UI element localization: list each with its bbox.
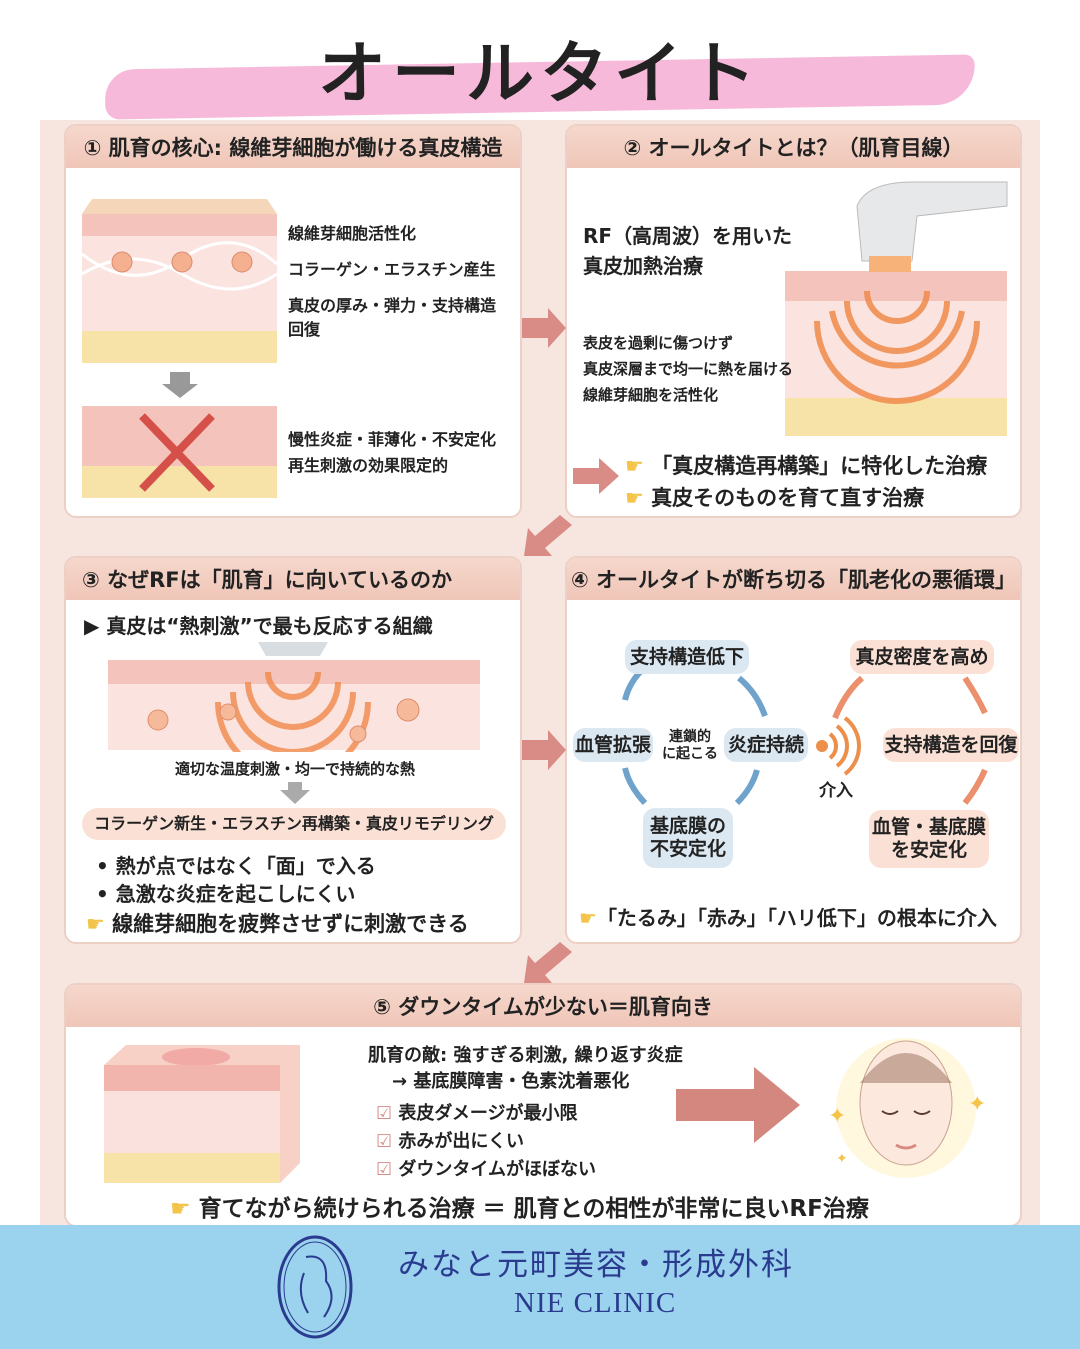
highlight: ☛「たるみ」「赤み」「ハリ低下」の根本に介入 [579, 906, 997, 930]
svg-text:✦: ✦ [836, 1151, 848, 1167]
rf-device-illustration [785, 181, 1008, 436]
rf-wave-icon [814, 290, 980, 404]
clinic-logo [277, 1235, 353, 1339]
fix-node: 支持構造を回復 [883, 728, 1019, 762]
healthy-dermis-illustration [82, 199, 278, 498]
arrow-4-to-5 [524, 942, 572, 983]
panel-what-is-alltite: ② オールタイトとは？（肌育目線） RF（高周波）を用いた 真皮加熱治療 表皮を… [565, 124, 1022, 518]
enemy-text: → 基底膜障害・色素沈着悪化 [392, 1071, 630, 1092]
checkbox-checked-icon: ☑ [376, 1159, 393, 1180]
clinic-name-en: NIE CLINIC [514, 1287, 677, 1319]
pointing-hand-icon: ☛ [625, 486, 644, 510]
skin-block-illustration [104, 1045, 300, 1183]
panel-downtime: ⑤ ダウンタイムが少ない＝肌育向き 肌育の敵: 強すぎる刺激, 繰り返す炎症 →… [64, 983, 1022, 1227]
rf-wave-icon [816, 716, 861, 776]
fix-node: 血管・基底膜 を安定化 [869, 810, 989, 868]
check-item: ☑ 表皮ダメージが最小限 [376, 1103, 578, 1124]
fix-node: 真皮密度を高め [850, 640, 994, 674]
bullet: • 熱が点ではなく「面」で入る [96, 854, 376, 878]
label: 線維芽細胞活性化 [288, 224, 417, 243]
label: 再生刺激の効果限定的 [288, 456, 449, 475]
label: 慢性炎症・菲薄化・不安定化 [288, 430, 497, 449]
cycle-node: 支持構造低下 [625, 640, 749, 674]
face-illustration: ✦ ✦ ✦ [828, 1038, 986, 1178]
panel-vicious-cycle: ④ オールタイトが断ち切る「肌老化の悪循環」 支持構造低下 炎症持続 基底膜の … [565, 556, 1022, 944]
bullet: • 急激な炎症を起こしにくい [96, 882, 356, 906]
arrow-3-to-4 [522, 730, 566, 770]
label: コラーゲン・エラスチン産生 [288, 260, 496, 279]
highlight: ☛ 育てながら続けられる治療 ＝ 肌育との相性が非常に良いRF治療 [170, 1196, 869, 1222]
check-item: ☑ ダウンタイムがほぼない [376, 1159, 597, 1180]
panel-dermis-core: ① 肌育の核心: 線維芽細胞が働ける真皮構造 線維芽細胞活性化 コラーゲン・エラ… [64, 124, 522, 518]
panel-header: ② オールタイトとは？（肌育目線） [567, 126, 1020, 168]
panel-header: ⑤ ダウンタイムが少ない＝肌育向き [66, 985, 1020, 1027]
red-x-icon [139, 413, 215, 492]
enemy-text: 肌育の敵: 強すぎる刺激, 繰り返す炎症 [368, 1045, 683, 1066]
check-item: ☑ 赤みが出にくい [376, 1131, 525, 1152]
arrow-right-icon [676, 1067, 800, 1143]
highlight: ☛ 「真皮構造再構築」に特化した治療 [625, 454, 988, 478]
svg-text:✦: ✦ [828, 1104, 846, 1129]
label: 回復 [288, 320, 321, 339]
intervene-label: 介入 [819, 781, 853, 801]
cycle-node: 炎症持続 [724, 728, 808, 762]
caption: 適切な温度刺激・均一で持続的な熱 [174, 760, 415, 778]
panel-header: ③ なぜRFは「肌育」に向いているのか [66, 558, 520, 600]
svg-text:✦: ✦ [968, 1092, 986, 1117]
arrow-right-icon [573, 458, 619, 494]
point: 線維芽細胞を活性化 [583, 386, 719, 404]
panel-header: ① 肌育の核心: 線維芽細胞が働ける真皮構造 [66, 126, 520, 168]
point: 表皮を過剰に傷つけず [583, 334, 734, 352]
checkbox-checked-icon: ☑ [376, 1131, 393, 1152]
lead: ▶ 真皮は“熱刺激”で最も反応する組織 [84, 614, 433, 638]
pointing-hand-icon: ☛ [625, 454, 644, 478]
highlight: ☛ 線維芽細胞を疲弊させずに刺激できる [86, 912, 469, 936]
arrow-down-icon [280, 782, 310, 804]
arrow-2-to-3 [524, 515, 572, 556]
pointing-hand-icon: ☛ [86, 912, 105, 936]
panel-why-rf: ③ なぜRFは「肌育」に向いているのか ▶ 真皮は“熱刺激”で最も反応する組織 … [64, 556, 522, 944]
checkbox-checked-icon: ☑ [376, 1103, 393, 1124]
pointing-hand-icon: ☛ [579, 906, 597, 930]
panel-header: ④ オールタイトが断ち切る「肌老化の悪循環」 [567, 558, 1020, 600]
lead: RF（高周波）を用いた [583, 224, 793, 248]
cycle-arrows [622, 667, 988, 806]
result-pill: コラーゲン新生・エラスチン再構築・真皮リモデリング [82, 808, 506, 840]
clinic-name-ja: みなと元町美容・形成外科 [398, 1247, 794, 1283]
page-title: オールタイト [317, 35, 762, 114]
point: 真皮深層まで均一に熱を届ける [583, 360, 794, 378]
cycle-node: 血管拡張 [573, 728, 653, 762]
pointing-hand-icon: ☛ [170, 1196, 191, 1222]
label: 真皮の厚み・弾力・支持構造 [288, 296, 497, 315]
cycle-center-label: 連鎖的 に起こる [662, 729, 718, 762]
cycle-node: 基底膜の 不安定化 [643, 808, 733, 868]
arrow-1-to-2 [522, 308, 566, 348]
highlight: ☛ 真皮そのものを育て直す治療 [625, 486, 925, 510]
dermis-heat-illustration [108, 642, 480, 752]
lead: 真皮加熱治療 [583, 254, 703, 278]
footer: みなと元町美容・形成外科 NIE CLINIC [0, 1225, 1080, 1349]
sparkle-icon: ✦ ✦ ✦ [828, 1092, 986, 1167]
